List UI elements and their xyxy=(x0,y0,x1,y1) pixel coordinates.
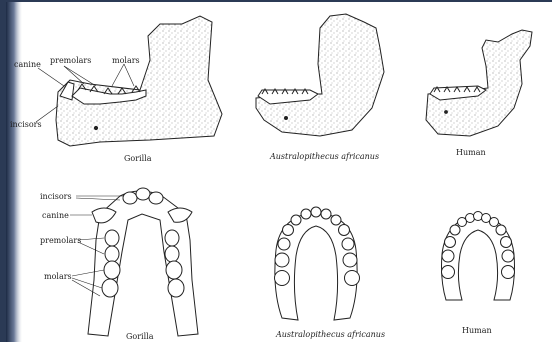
caption-human-top: Human xyxy=(462,326,492,335)
page-shadow xyxy=(6,2,22,342)
label-canine-top: canine xyxy=(14,60,41,69)
caption-gorilla-top: Gorilla xyxy=(126,332,153,341)
caption-gorilla-side: Gorilla xyxy=(124,154,151,163)
caption-australopithecus-side: Australopithecus africanus xyxy=(270,152,379,161)
label-molars-bottom: molars xyxy=(44,272,72,281)
label-premolars-top: premolars xyxy=(50,56,91,65)
label-molars-top: molars xyxy=(112,56,140,65)
caption-australopithecus-top: Australopithecus africanus xyxy=(276,330,385,339)
label-incisors-top: incisors xyxy=(10,120,42,129)
caption-human-side: Human xyxy=(456,148,486,157)
label-canine-bottom: canine xyxy=(42,211,69,220)
label-premolars-bottom: premolars xyxy=(40,236,81,245)
label-incisors-bottom: incisors xyxy=(40,192,72,201)
